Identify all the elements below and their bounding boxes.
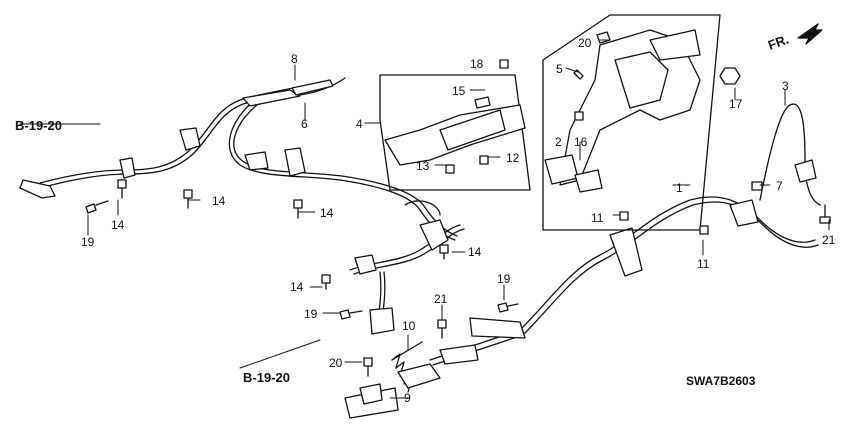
parking-brake-lever <box>379 74 531 191</box>
part-label-13: 13 <box>416 159 430 173</box>
part-label-15: 15 <box>452 84 466 98</box>
part-label-10: 10 <box>402 319 416 333</box>
part-label-19b: 19 <box>304 307 318 321</box>
part-label-14e: 14 <box>290 280 304 294</box>
part-label-19a: 19 <box>81 235 95 249</box>
part-label-9: 9 <box>404 391 411 405</box>
part-label-11a: 11 <box>591 211 604 225</box>
part-label-17: 17 <box>729 97 743 111</box>
part-label-2: 2 <box>555 135 562 149</box>
part-label-12: 12 <box>506 151 520 165</box>
diagram-code: SWA7B2603 <box>686 374 756 388</box>
fasteners <box>85 59 831 377</box>
part-label-1: 1 <box>676 181 683 195</box>
right-lower-cable <box>349 200 465 335</box>
part-label-7: 7 <box>776 179 783 193</box>
leader-lines <box>19 39 830 399</box>
part-label-20b: 20 <box>329 356 343 370</box>
part-label-11b: 11 <box>697 257 710 271</box>
part-label-18: 18 <box>470 57 484 71</box>
front-direction-arrow <box>797 23 823 45</box>
spring-and-equalizer <box>391 341 479 393</box>
part-label-5: 5 <box>556 62 563 76</box>
part-label-6: 6 <box>301 117 308 131</box>
right-rear-cable <box>429 103 821 366</box>
part-label-3: 3 <box>782 79 789 93</box>
part-label-14c: 14 <box>320 206 334 220</box>
part-labels: 1 2 3 4 5 6 7 8 9 10 11 11 12 13 14 14 1… <box>15 32 836 405</box>
part-label-20a: 20 <box>578 36 592 50</box>
reference-label-upper: B-19-20 <box>15 118 62 133</box>
reference-label-lower: B-19-20 <box>243 370 290 385</box>
left-rear-cable <box>19 77 458 241</box>
part-label-19c: 19 <box>497 272 511 286</box>
part-label-16: 16 <box>574 135 588 149</box>
part-label-14b: 14 <box>111 218 125 232</box>
part-label-14d: 14 <box>468 245 482 259</box>
bracket <box>344 383 399 419</box>
part-label-4: 4 <box>356 117 363 131</box>
part-label-8: 8 <box>291 52 298 66</box>
part-label-14a: 14 <box>212 194 226 208</box>
part-label-21a: 21 <box>434 292 448 306</box>
pedal-assembly <box>542 14 741 231</box>
part-label-21b: 21 <box>822 233 836 247</box>
front-direction-label: FR. <box>766 32 791 53</box>
